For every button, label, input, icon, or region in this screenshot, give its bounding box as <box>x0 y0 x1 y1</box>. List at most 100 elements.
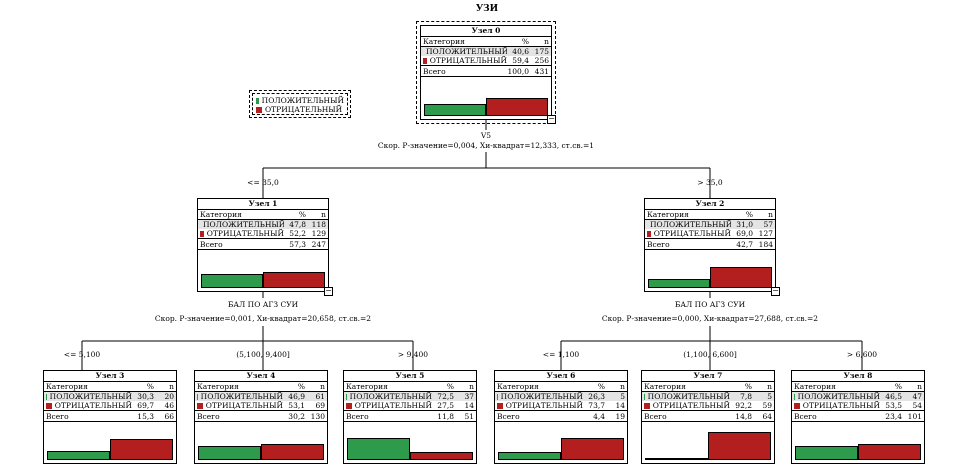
total-label: Всего <box>644 411 667 421</box>
header-pct: % <box>297 382 305 391</box>
category-name: ОТРИЦАТЕЛЬНЫЙ <box>206 229 284 238</box>
node-header-row: Категория%n <box>44 382 176 392</box>
total-pct: 30,2 <box>288 411 305 421</box>
total-label: Всего <box>197 411 220 421</box>
bar-positive <box>201 274 263 288</box>
node-label: Узел 8 <box>792 371 924 382</box>
swatch-negative <box>197 402 203 409</box>
node-header-row: Категория%n <box>195 382 327 392</box>
collapse-icon[interactable]: − <box>547 114 556 124</box>
header-category: Категория <box>794 382 836 391</box>
total-n: 51 <box>464 411 474 421</box>
branch-label: (5,100, 9,400] <box>236 350 290 359</box>
branch-label: <= 5,100 <box>63 350 101 359</box>
total-label: Всего <box>497 411 520 421</box>
category-name: ОТРИЦАТЕЛЬНЫЙ <box>429 56 507 65</box>
row-pct: 59,4 <box>512 56 529 65</box>
header-pct: % <box>894 382 902 391</box>
swatch-negative <box>423 57 427 64</box>
total-label: Всего <box>423 66 446 76</box>
swatch-positive <box>794 393 795 400</box>
node-header-row: Категория%n <box>344 382 476 392</box>
bar-positive <box>648 279 710 288</box>
node-label: Узел 5 <box>344 371 476 382</box>
category-name: ПОЛОЖИТЕЛЬНЫЙ <box>797 392 880 401</box>
row-n: 47 <box>912 392 922 401</box>
branch-label: > 35,0 <box>697 178 723 187</box>
split-stat-node2: Скор. Р-значение=0,000, Хи-квадрат=27,68… <box>601 314 819 323</box>
header-n: n <box>320 382 325 391</box>
category-name: ПОЛОЖИТЕЛЬНЫЙ <box>647 392 730 401</box>
header-pct: % <box>744 382 752 391</box>
legend-item: ПОЛОЖИТЕЛЬНЫЙ <box>256 96 344 105</box>
swatch-positive <box>46 393 47 400</box>
bar-negative <box>486 98 548 116</box>
header-pct: % <box>745 210 753 219</box>
legend: ПОЛОЖИТЕЛЬНЫЙ ОТРИЦАТЕЛЬНЫЙ <box>249 90 351 118</box>
header-n: n <box>768 210 773 219</box>
swatch-negative <box>200 230 204 237</box>
swatch-negative <box>794 402 800 409</box>
header-category: Категория <box>497 382 539 391</box>
row-pct: 47,8 <box>289 220 306 229</box>
node-bar-chart <box>424 86 548 116</box>
category-name: ПОЛОЖИТЕЛЬНЫЙ <box>500 392 583 401</box>
total-pct: 23,4 <box>885 411 902 421</box>
bar-positive <box>424 104 486 116</box>
header-category: Категория <box>200 210 242 219</box>
node-header-row: Категория%n <box>421 37 551 47</box>
row-n: 127 <box>758 229 773 238</box>
row-pct: 31,0 <box>736 220 753 229</box>
category-name: ОТРИЦАТЕЛЬНЫЙ <box>802 401 880 410</box>
swatch-negative <box>647 230 651 237</box>
node-label: Узел 1 <box>198 199 328 210</box>
legend-item: ОТРИЦАТЕЛЬНЫЙ <box>256 105 344 114</box>
row-pct: 27,5 <box>437 401 454 410</box>
branch-label: > 9,400 <box>397 350 429 359</box>
header-n: n <box>767 382 772 391</box>
row-pct: 69,7 <box>137 401 154 410</box>
row-n: 5 <box>767 392 772 401</box>
split-variable-node1: БАЛ ПО АГЗ СУИ <box>227 300 299 309</box>
bar-negative <box>410 452 473 460</box>
node-bar-chart <box>201 258 325 288</box>
collapse-icon[interactable]: − <box>324 286 333 296</box>
node-bar-chart <box>648 258 772 288</box>
node-header-row: Категория%n <box>645 210 775 220</box>
node-label: Узел 6 <box>495 371 627 382</box>
row-pct: 69,0 <box>736 229 753 238</box>
row-pct: 72,5 <box>437 392 454 401</box>
category-name: ПОЛОЖИТЕЛЬНЫЙ <box>426 47 507 56</box>
header-category: Категория <box>644 382 686 391</box>
node-label: Узел 2 <box>645 199 775 210</box>
bar-positive <box>498 452 561 460</box>
category-name: ПОЛОЖИТЕЛЬНЫЙ <box>650 220 731 229</box>
legend-label: ПОЛОЖИТЕЛЬНЫЙ <box>261 96 344 105</box>
split-variable-node2: БАЛ ПО АГЗ СУИ <box>674 300 746 309</box>
total-pct: 42,7 <box>736 239 753 249</box>
collapse-icon[interactable]: − <box>771 286 780 296</box>
header-n: n <box>321 210 326 219</box>
